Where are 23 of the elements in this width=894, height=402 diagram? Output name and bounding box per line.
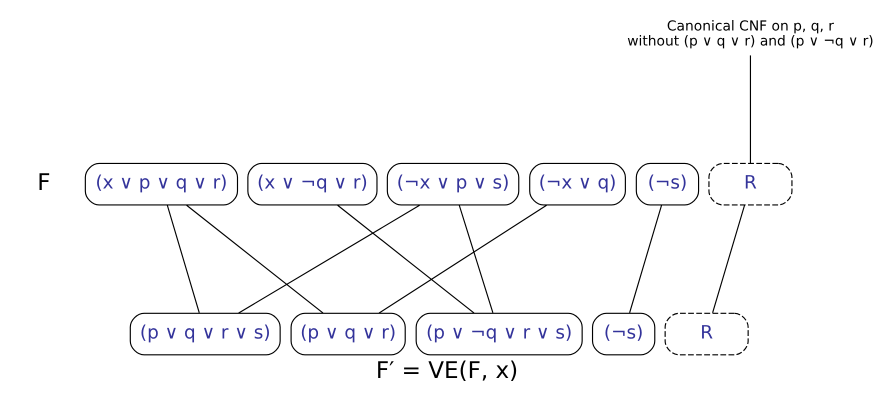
node-box: R [664,312,749,355]
connector [750,54,752,162]
label: F [37,169,50,196]
node-box: (p ∨ q ∨ r ∨ s) [130,312,281,355]
node-text: Canonical CNF on p, q, r without (p ∨ q ∨ r) and (p ∨ ¬q ∨ r) [627,18,874,49]
connector [166,204,200,313]
node-box: R [708,162,793,206]
node-box: (p ∨ ¬q ∨ r ∨ s) [416,312,583,355]
node-box: (p ∨ q ∨ r) [290,312,406,355]
caption: F′ = VE(F, x) [376,357,518,384]
connector [337,204,474,314]
connector [458,204,494,313]
connector [238,204,420,314]
node-box: (¬x ∨ q) [529,162,626,206]
node-box: (x ∨ ¬q ∨ r) [247,162,378,206]
node-box: (¬s) [636,162,700,206]
connector [186,204,324,314]
connector [712,204,746,313]
connector [629,204,662,313]
connector [378,204,547,314]
node-box: (x ∨ p ∨ q ∨ r) [84,162,238,206]
node-box: (¬x ∨ p ∨ s) [386,162,520,206]
node-box: (¬s) [592,312,656,355]
